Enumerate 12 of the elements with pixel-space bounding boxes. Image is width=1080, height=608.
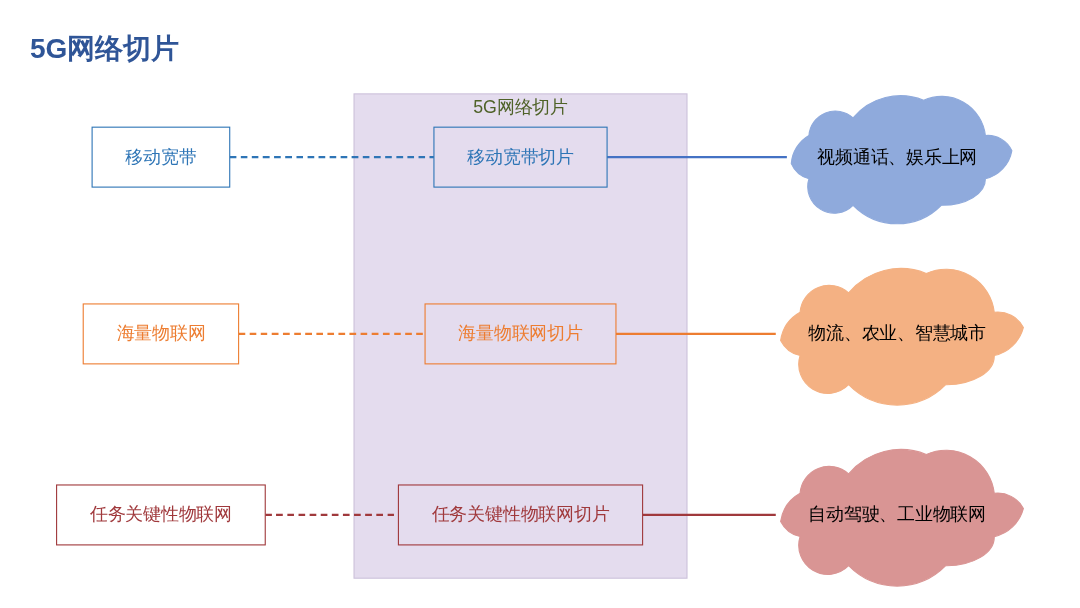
title: 5G网络切片: [30, 32, 180, 66]
connector: [229, 156, 434, 159]
node-box: 移动宽带切片: [433, 126, 608, 188]
node-box: 海量物联网切片: [424, 303, 617, 365]
node-box: 任务关键性物联网: [56, 484, 266, 546]
connector: [238, 332, 426, 336]
connector: [615, 332, 776, 336]
node-box: 任务关键性物联网切片: [397, 484, 644, 546]
node-box: 海量物联网: [82, 303, 240, 365]
connector: [607, 156, 787, 159]
connector: [642, 513, 776, 517]
node-box: 移动宽带: [91, 126, 231, 188]
